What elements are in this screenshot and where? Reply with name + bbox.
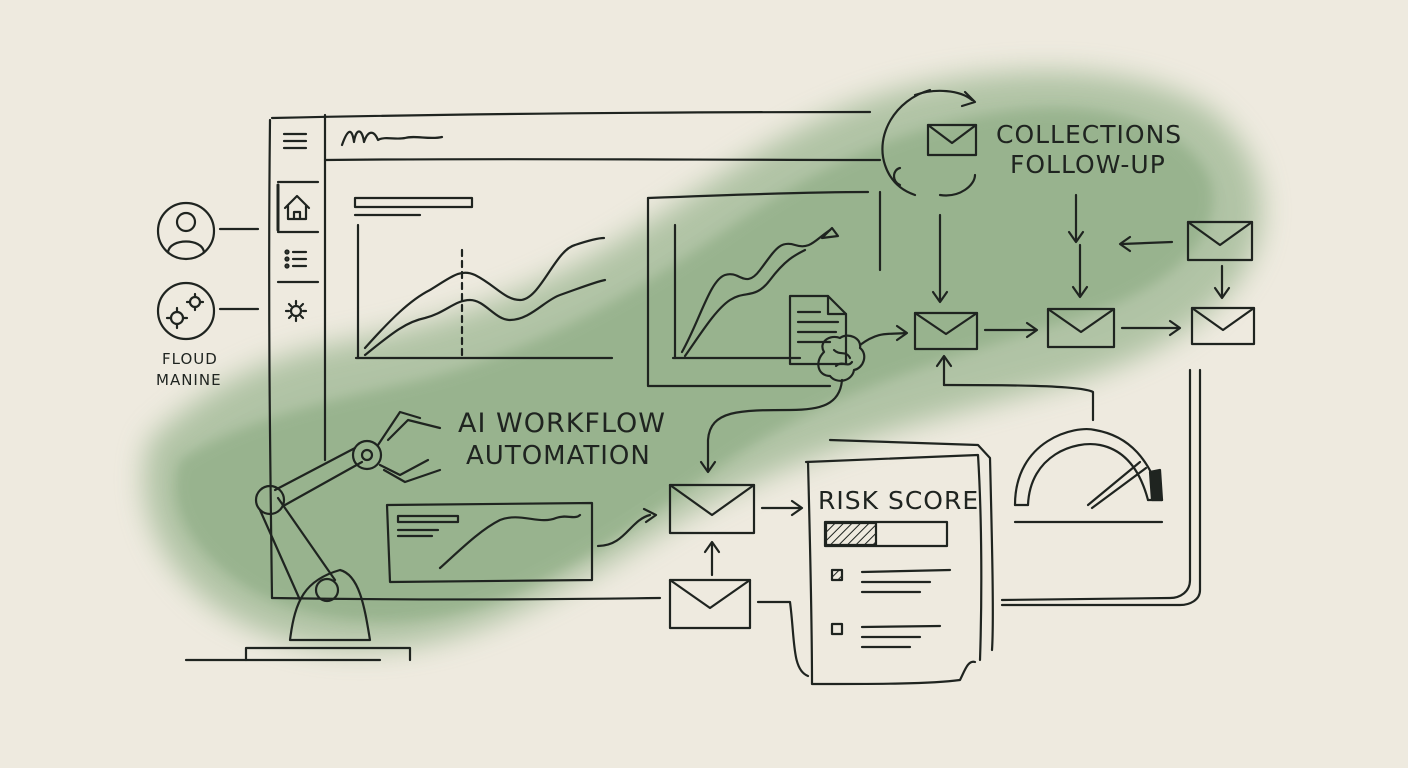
envelope-icon[interactable] [1190,306,1256,346]
title-scribble [340,130,444,147]
flow-arrows [858,193,1231,607]
ai-brain-icon [817,334,866,382]
document-icon [788,294,848,366]
app-window [268,110,882,601]
user-icon[interactable] [156,201,260,261]
checkbox-checked[interactable] [830,568,844,582]
gears-icon[interactable] [156,281,260,341]
collections-label: COLLECTIONS [996,120,1183,149]
home-icon[interactable] [283,194,311,221]
line-chart-main [353,196,614,360]
envelope-icon[interactable] [668,578,752,630]
list-icon[interactable] [284,249,308,269]
envelope-icon[interactable] [1046,307,1116,349]
automation-label: AUTOMATION [466,441,651,471]
gauge-icon [1013,428,1164,524]
floud-label: FLOUD [162,350,218,368]
lower-chart-panel [385,501,658,584]
risk-score-report [804,438,994,686]
envelope-icon[interactable] [668,483,756,535]
manine-label: MANINE [156,371,222,389]
gear-icon[interactable] [284,299,308,323]
menu-icon[interactable] [282,132,308,150]
risk-score-label: RISK SCORE [818,486,980,515]
follow-up-label: FOLLOW-UP [1010,150,1166,179]
line-chart-secondary [646,190,882,388]
checkbox-unchecked[interactable] [830,622,844,636]
collections-envelope [881,88,977,197]
envelope-icon[interactable] [1186,220,1254,262]
flow-arrows [699,378,844,678]
robot-arm-icon [184,410,442,662]
risk-score-bar-fill [824,521,878,547]
envelope-icon[interactable] [913,311,979,351]
ai-workflow-label: AI WORKFLOW [458,408,666,439]
envelope-icon[interactable] [926,123,978,157]
